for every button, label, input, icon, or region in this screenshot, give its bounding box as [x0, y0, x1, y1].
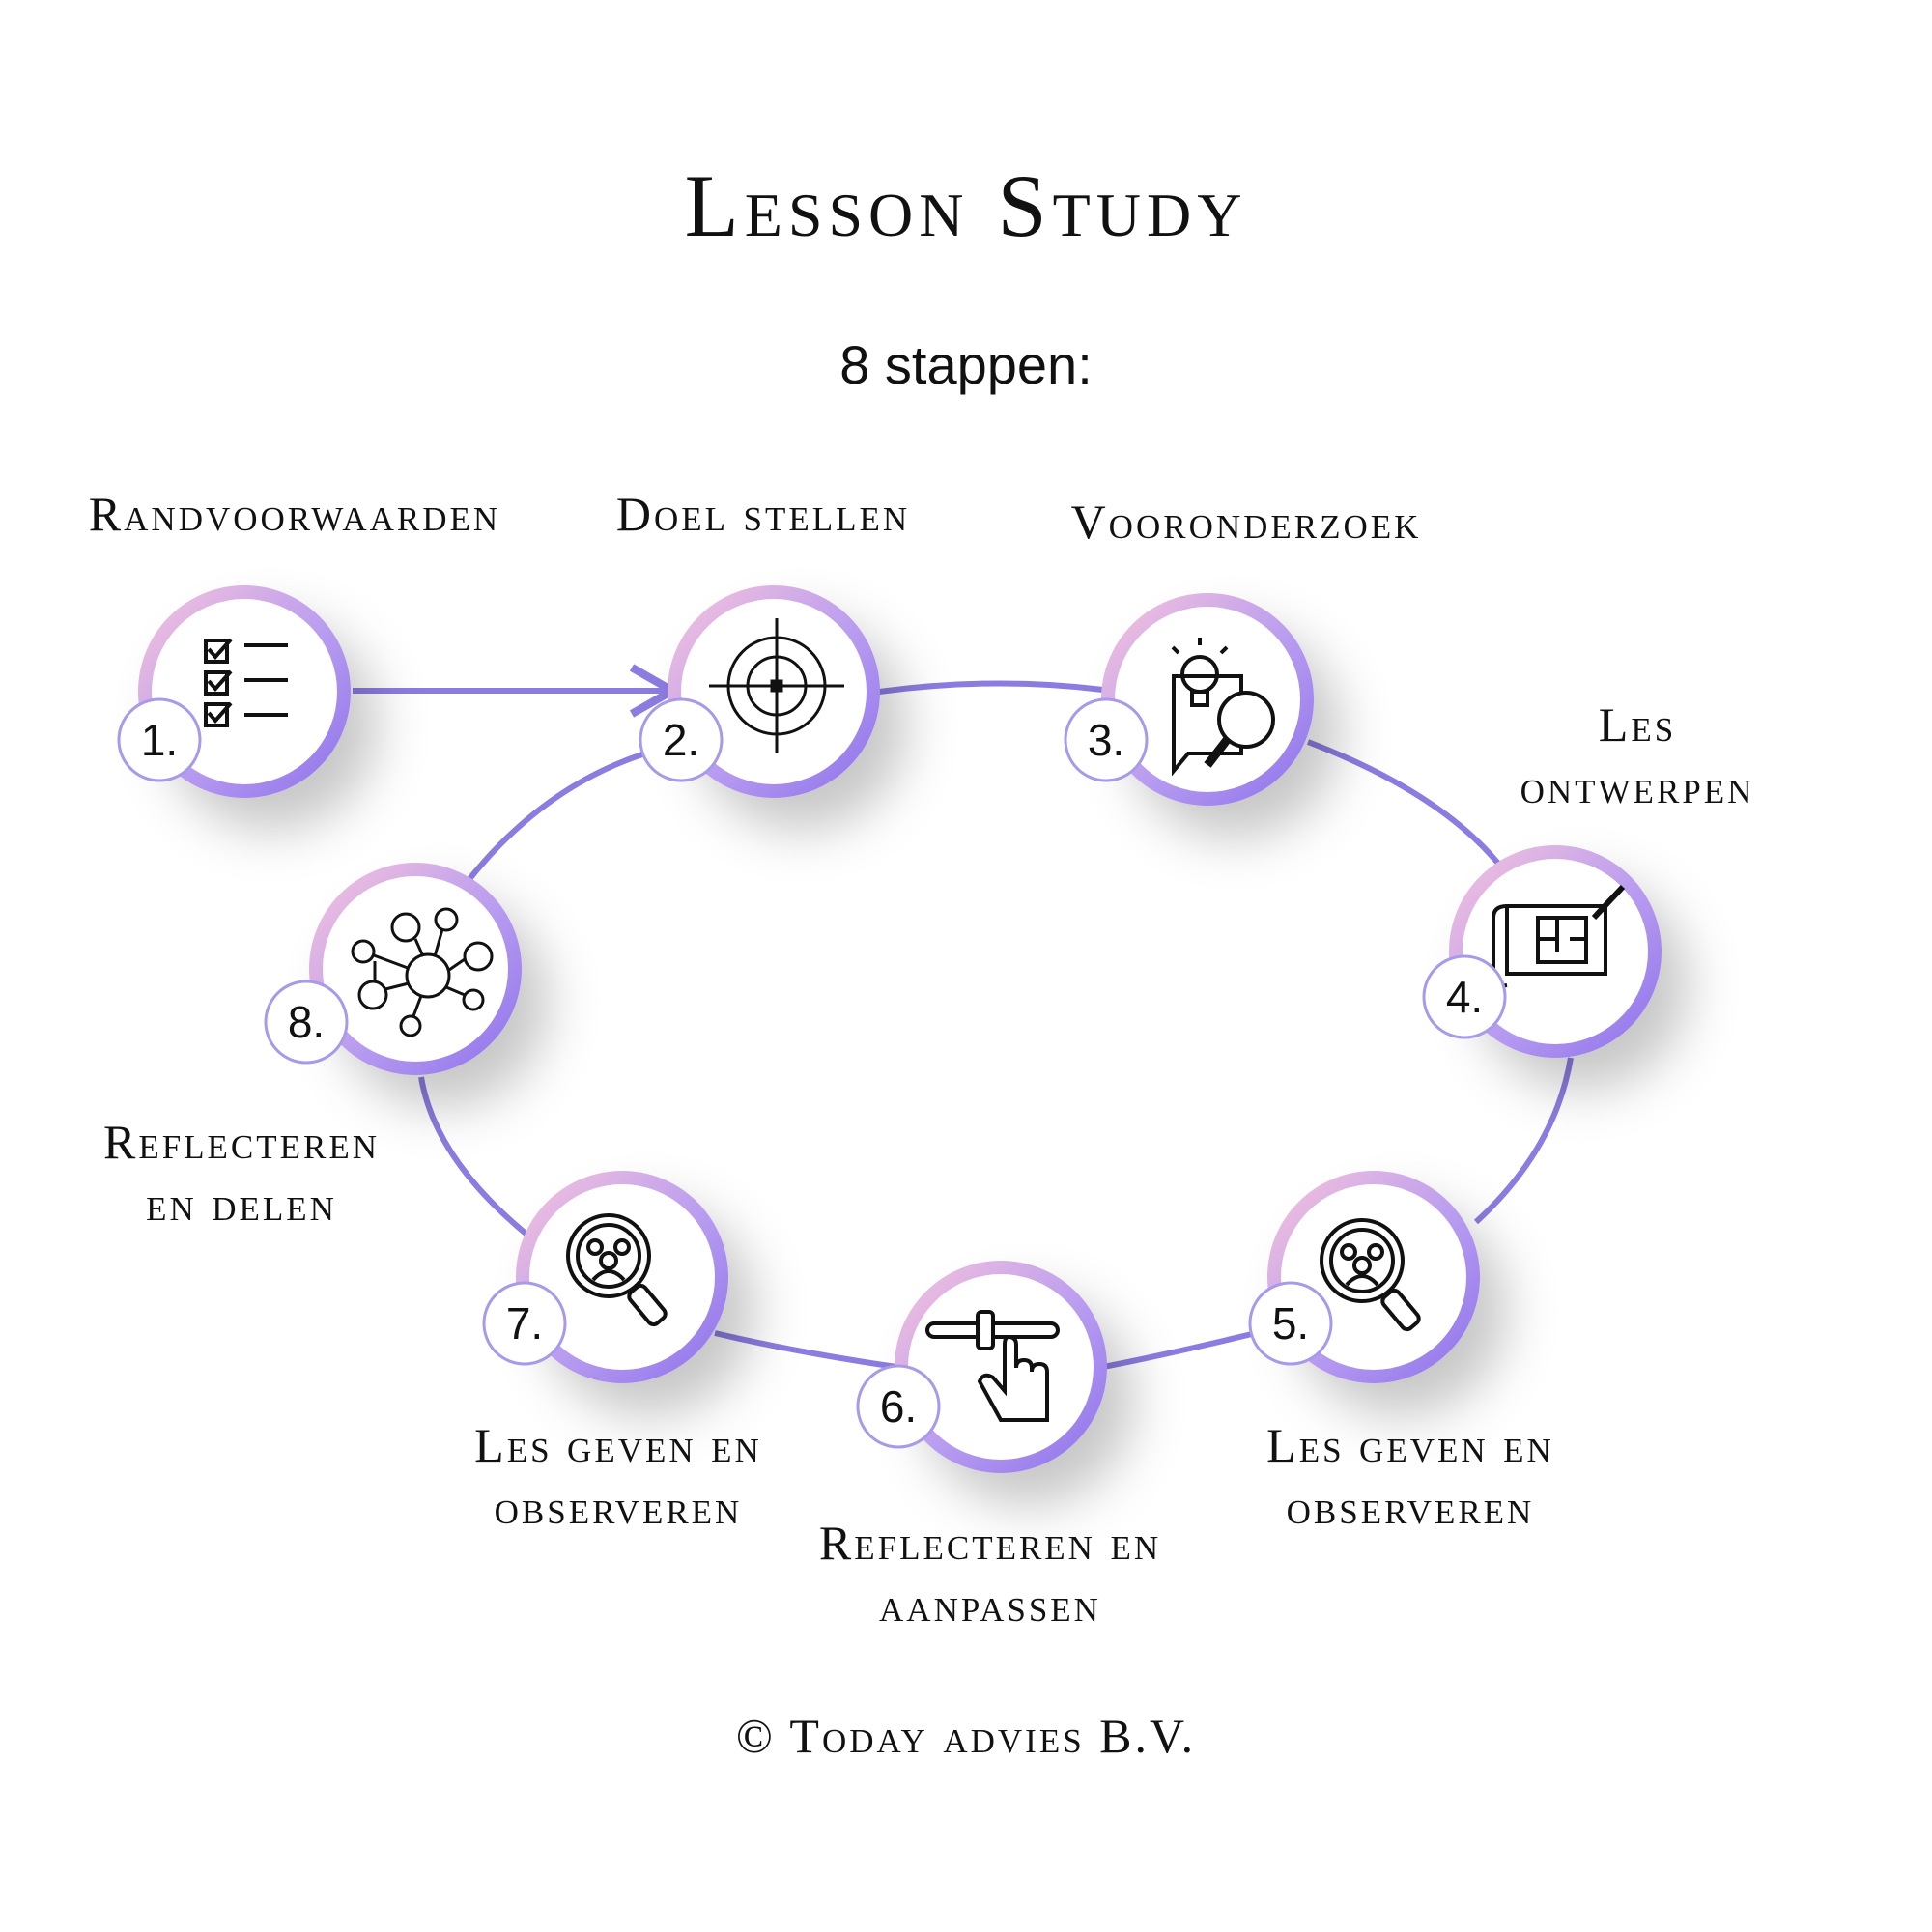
step-5-label-line-2: observeren: [1286, 1480, 1535, 1534]
step-4-number: 4.: [1446, 972, 1483, 1022]
idea-search-icon: [1171, 638, 1275, 777]
step-5-number: 5.: [1272, 1298, 1309, 1349]
step-6-label-line-2: aanpassen: [879, 1577, 1101, 1632]
step-5-label: Les geven en observeren: [1227, 1414, 1594, 1538]
connector-5-6: [1102, 1330, 1257, 1370]
connector-3-4: [1306, 739, 1502, 867]
step-7-number: 7.: [506, 1298, 543, 1349]
connector-8-2: [463, 751, 646, 886]
step-1-number: 1.: [141, 715, 178, 765]
diagram-title: Lesson Study: [684, 156, 1248, 255]
step-8-label: Reflecteren en delen: [68, 1111, 415, 1235]
step-8-number-badge: [264, 980, 349, 1065]
step-8-node: 8.: [264, 863, 522, 1075]
copyright-footer: © Today advies B.V.: [735, 1709, 1197, 1763]
target-icon: [709, 618, 844, 753]
step-2-label-line-1: Doel stellen: [615, 487, 911, 541]
diagram-subtitle: 8 stappen:: [839, 334, 1093, 395]
step-2-number-badge: [639, 697, 724, 782]
step-1-node: 1.: [117, 585, 351, 798]
slider-hand-icon: [925, 1310, 1060, 1422]
step-6-label: Reflecteren en aanpassen: [782, 1512, 1198, 1635]
step-5-node: 5.: [1248, 1171, 1480, 1383]
connector-2-3: [878, 680, 1104, 695]
step-3-number-badge: [1064, 697, 1149, 782]
connector-6-7: [714, 1330, 897, 1370]
step-1-label-line-1: Randvoorwaarden: [88, 487, 501, 541]
step-7-number-badge: [482, 1281, 567, 1366]
step-4-number-badge: [1422, 954, 1507, 1039]
network-icon: [351, 907, 494, 1037]
step-4-label: Les ontwerpen: [1478, 694, 1797, 817]
group-magnifier-icon: [1320, 1218, 1421, 1332]
step-7-label-line-1: Les geven en: [474, 1418, 762, 1472]
step-6-number: 6.: [880, 1381, 917, 1432]
step-2-label: Doel stellen: [570, 483, 956, 545]
step-4-label-line-1: Les: [1598, 697, 1677, 752]
checklist-icon: [204, 638, 288, 727]
step-8-label-line-1: Reflecteren: [102, 1115, 381, 1169]
step-3-node: 3.: [1064, 593, 1314, 806]
step-4-label-line-2: ontwerpen: [1520, 759, 1755, 813]
step-6-number-badge: [856, 1364, 941, 1449]
step-2-node: 2.: [639, 585, 880, 798]
group-magnifier-icon: [566, 1213, 668, 1327]
step-6-label-line-1: Reflecteren en: [818, 1516, 1162, 1570]
step-3-label: Vooronderzoek: [1014, 491, 1478, 553]
step-1-label: Randvoorwaarden: [43, 483, 546, 545]
step-7-label: Les geven en observeren: [435, 1414, 802, 1538]
step-2-number: 2.: [663, 715, 699, 765]
step-7-label-line-2: observeren: [494, 1480, 743, 1534]
step-3-number: 3.: [1088, 715, 1124, 765]
step-4-node: 4.: [1422, 845, 1662, 1058]
step-8-label-line-2: en delen: [146, 1177, 337, 1231]
step-8-number: 8.: [288, 997, 325, 1047]
step-3-label-line-1: Vooronderzoek: [1070, 495, 1422, 549]
connector-4-5: [1473, 1057, 1574, 1225]
step-5-label-line-1: Les geven en: [1266, 1418, 1554, 1472]
step-5-number-badge: [1248, 1281, 1333, 1366]
cycle-connectors: [353, 664, 1574, 1370]
step-1-number-badge: [117, 697, 202, 782]
step-6-node: 6.: [856, 1261, 1107, 1473]
connector-7-8: [418, 1076, 531, 1239]
step-7-node: 7.: [482, 1171, 728, 1383]
